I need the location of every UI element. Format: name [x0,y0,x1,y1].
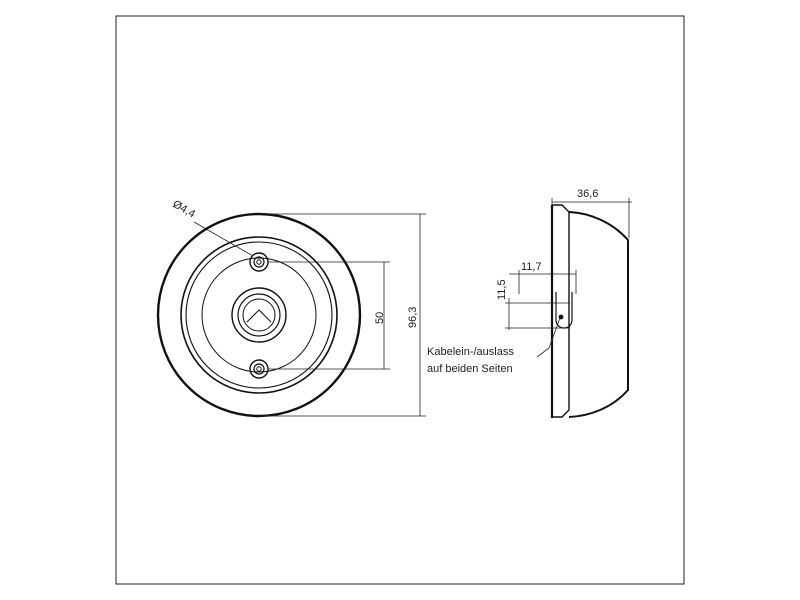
button-cap [242,298,276,332]
plate-inner-ring [201,257,317,373]
rim-inner-edge [180,236,338,394]
button-bezel [231,287,287,343]
bell-symbol [246,309,272,323]
dome-body [568,211,629,418]
side-view: 36,6 11,7 11,5 Kabelein-/auslass auf bei… [427,188,632,418]
front-view: Ø4,4 50 96,3 [156,198,426,418]
screw-bottom [249,359,269,379]
cable-height-label: 11,5 [496,279,508,300]
cable-offset-label: 11,7 [521,261,542,273]
outer-diameter-label: 96,3 [407,307,419,328]
plate-edge [185,241,333,389]
depth-label: 36,6 [577,188,598,200]
outer-rim [156,212,362,418]
annotation-leader [536,317,561,358]
annotation-line-2: auf beiden Seiten [427,363,513,375]
hole-diameter-label: Ø4,4 [171,198,198,220]
button-ring [237,293,281,337]
hole-spacing-label: 50 [374,312,386,324]
drawing-frame [115,15,685,585]
cable-outlet-dot [558,314,564,320]
hole-leader [193,221,254,257]
annotation-line-1: Kabelein-/auslass [427,346,514,358]
